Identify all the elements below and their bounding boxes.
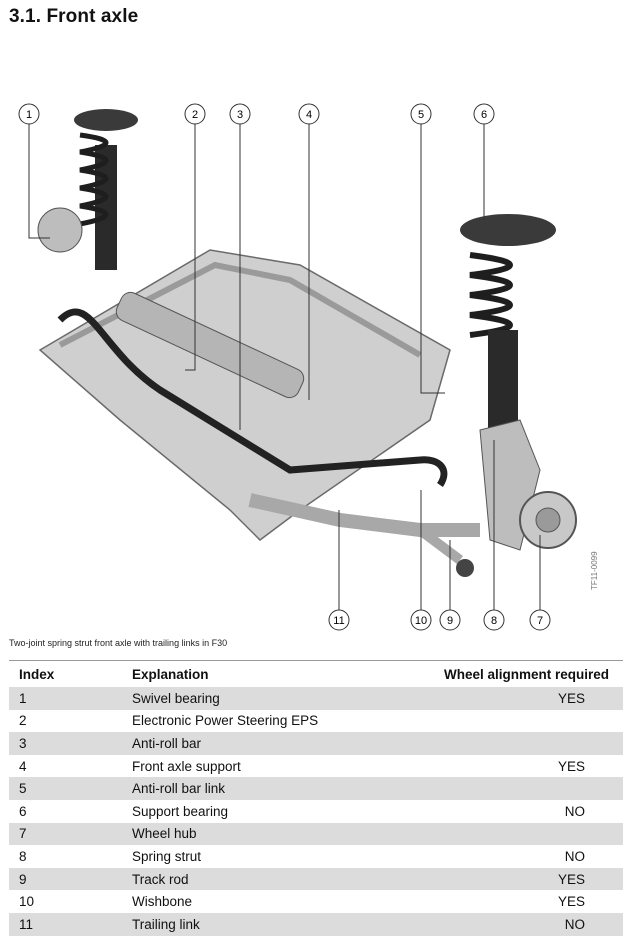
- svg-text:1: 1: [26, 109, 32, 121]
- figure-code: TF11-0099: [590, 551, 599, 590]
- row-index: 2: [19, 713, 27, 729]
- row-alignment: NO: [564, 803, 585, 819]
- row-index: 5: [9, 777, 132, 800]
- svg-text:3: 3: [237, 109, 243, 121]
- row-explanation: Trailing link: [132, 912, 376, 936]
- row-alignment: YES: [375, 687, 623, 710]
- table-row: 8 Spring strut NO: [9, 845, 623, 868]
- row-explanation: Track rod: [132, 867, 376, 891]
- svg-text:5: 5: [418, 109, 424, 121]
- svg-text:10: 10: [415, 615, 427, 627]
- table-header-row: Index Explanation Wheel alignment requir…: [9, 660, 623, 687]
- row-explanation: Electronic Power Steering EPS: [132, 713, 319, 729]
- row-alignment: [375, 777, 623, 800]
- callout-1: 1: [18, 103, 40, 125]
- callout-4: 4: [298, 103, 320, 125]
- svg-text:6: 6: [481, 109, 487, 121]
- front-axle-illustration: 1 2 3 4 5 6 7 8 9 10 11: [18, 103, 577, 631]
- row-alignment: YES: [557, 758, 585, 774]
- callout-6: 6: [473, 103, 495, 125]
- svg-text:7: 7: [537, 615, 543, 627]
- row-index: 10: [19, 894, 35, 910]
- front-axle-support-shape: [38, 249, 451, 541]
- svg-text:11: 11: [333, 615, 344, 627]
- callout-11: 11: [328, 609, 350, 631]
- row-alignment: [376, 710, 623, 733]
- row-alignment: NO: [375, 912, 623, 936]
- callout-10: 10: [410, 609, 432, 631]
- row-index: 3: [9, 732, 132, 755]
- row-index: 7: [9, 822, 132, 846]
- row-alignment: NO: [564, 848, 585, 864]
- row-explanation: Wishbone: [132, 894, 193, 910]
- svg-text:4: 4: [306, 109, 312, 121]
- row-explanation: Swivel bearing: [132, 687, 376, 710]
- svg-text:2: 2: [192, 109, 198, 121]
- row-explanation: Front axle support: [132, 758, 241, 774]
- row-index: 4: [19, 758, 27, 774]
- figure-caption: Two-joint spring strut front axle with t…: [9, 638, 228, 648]
- callout-3: 3: [229, 103, 251, 125]
- table-row: 2 Electronic Power Steering EPS: [9, 710, 623, 733]
- index-table: Index Explanation Wheel alignment requir…: [9, 660, 623, 936]
- row-index: 1: [9, 687, 132, 710]
- callout-5: 5: [410, 103, 432, 125]
- row-alignment: [375, 822, 623, 846]
- table-row: 10 Wishbone YES: [9, 890, 623, 913]
- callout-markers: 1 2 3 4 5 6 7 8 9 10 11: [18, 103, 551, 631]
- anti-roll-bar-shape: [57, 308, 448, 487]
- table-row: 4 Front axle support YES: [9, 755, 623, 778]
- callout-7: 7: [529, 609, 551, 631]
- row-explanation: Support bearing: [132, 803, 229, 819]
- row-explanation: Spring strut: [132, 848, 202, 864]
- row-index: 9: [9, 867, 132, 891]
- header-explanation: Explanation: [132, 660, 376, 687]
- header-alignment: Wheel alignment required: [375, 660, 623, 687]
- page-title: 3.1. Front axle: [9, 6, 139, 27]
- row-alignment: [375, 732, 623, 755]
- row-alignment: YES: [557, 894, 585, 910]
- callout-8: 8: [483, 609, 505, 631]
- row-index: 8: [19, 848, 27, 864]
- row-alignment: YES: [375, 867, 623, 891]
- header-index: Index: [9, 660, 132, 687]
- table-row: 6 Support bearing NO: [9, 800, 623, 823]
- svg-text:9: 9: [447, 615, 453, 627]
- row-explanation: Anti-roll bar link: [132, 777, 376, 800]
- svg-text:8: 8: [491, 615, 497, 627]
- row-explanation: Wheel hub: [132, 822, 376, 846]
- row-index: 11: [9, 912, 132, 936]
- callout-9: 9: [439, 609, 461, 631]
- row-index: 6: [19, 803, 27, 819]
- callout-2: 2: [184, 103, 206, 125]
- row-explanation: Anti-roll bar: [132, 732, 376, 755]
